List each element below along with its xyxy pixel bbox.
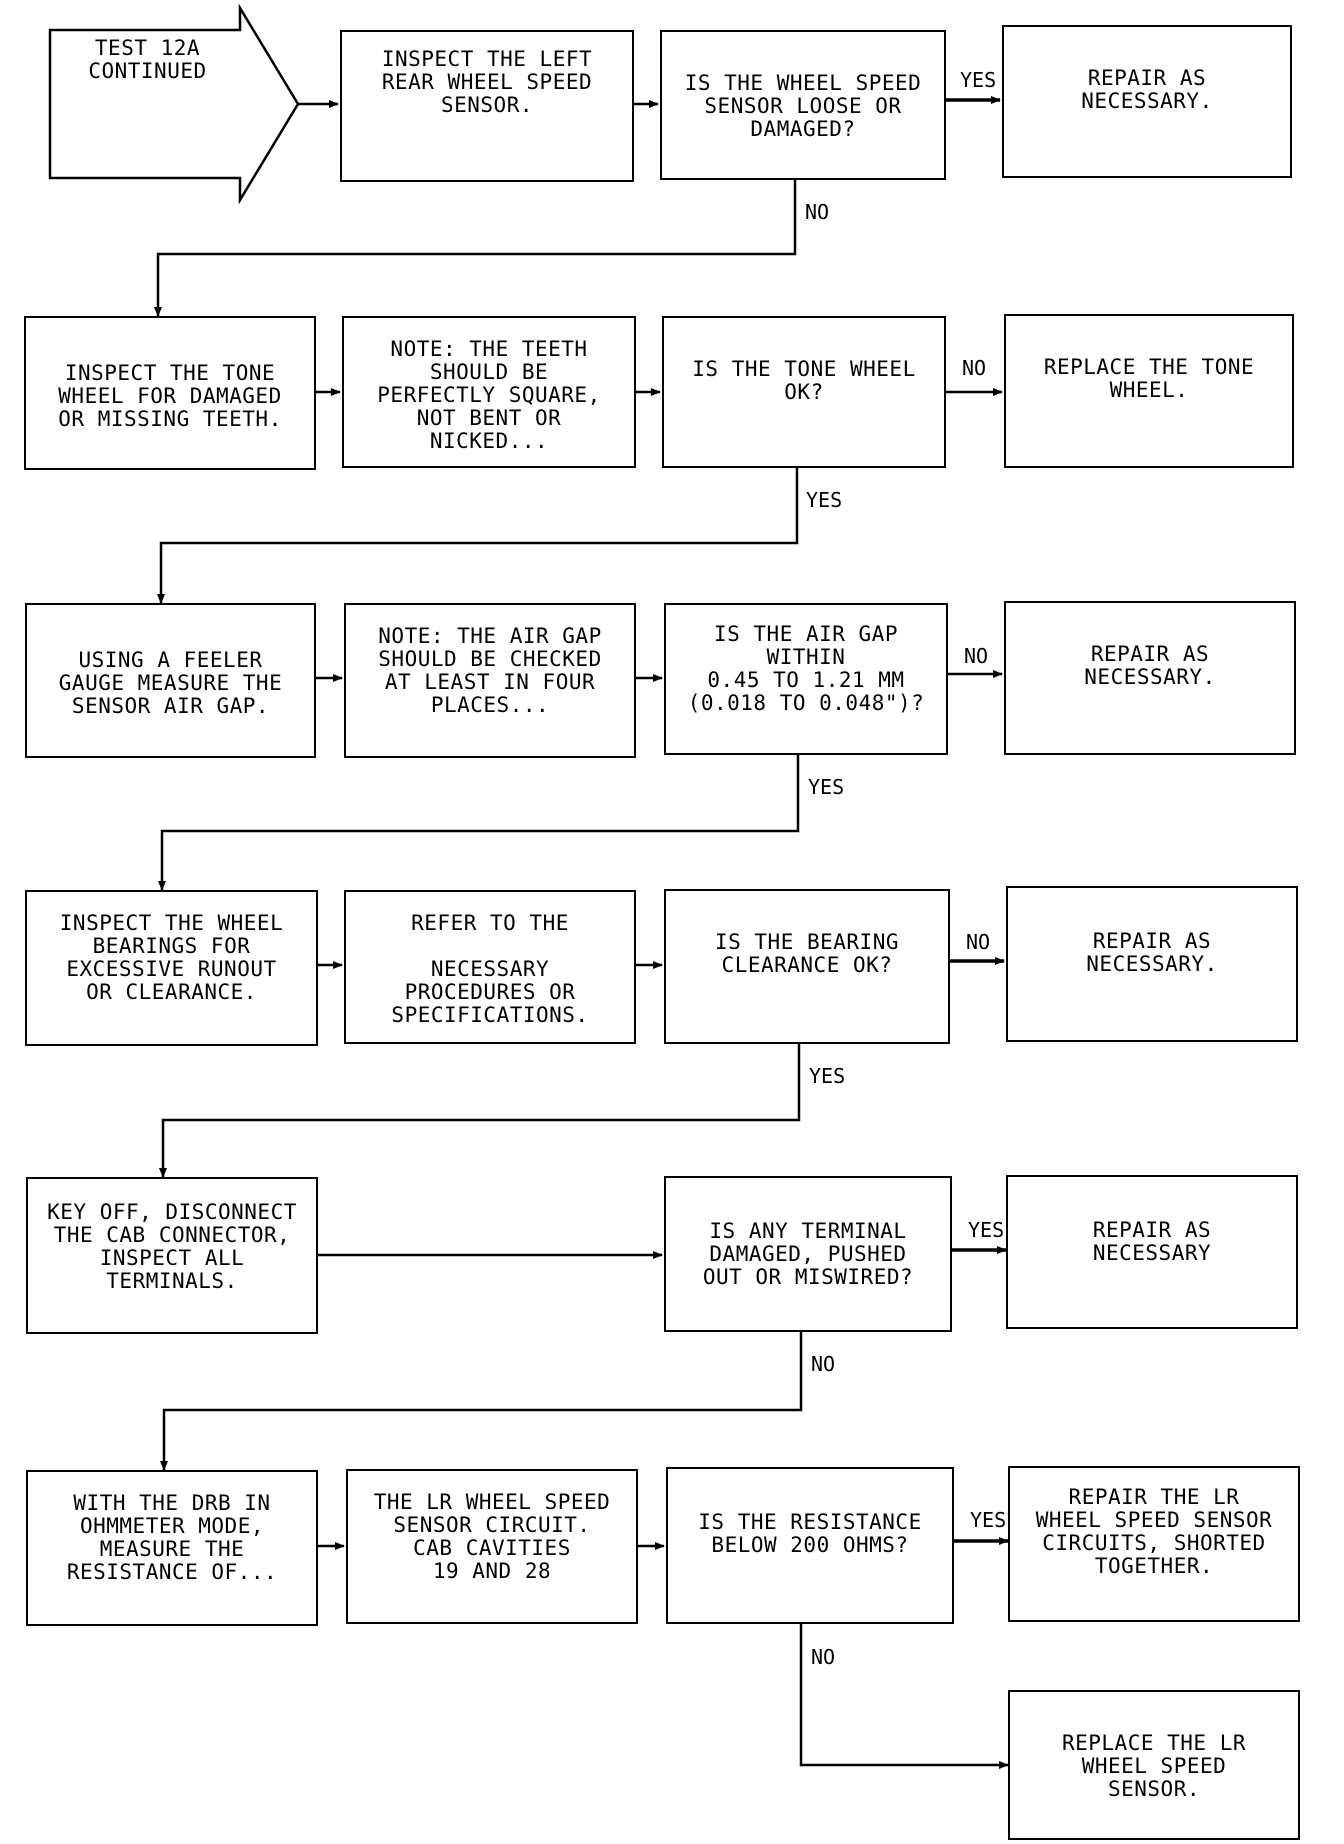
continue-label: YES [808,775,845,799]
result-box-2: REPLACE THE TONE WHEEL. [1004,314,1294,468]
action-box-1: INSPECT THE LEFT REAR WHEEL SPEED SENSOR… [340,30,634,182]
decision-box-4: IS THE BEARING CLEARANCE OK? [664,889,950,1044]
continue-label: YES [806,488,843,512]
question-text: IS THE RESISTANCE BELOW 200 OHMS? [698,1510,922,1557]
decision-box-6: IS THE RESISTANCE BELOW 200 OHMS? [666,1467,954,1624]
branch-label: YES [968,1218,1005,1242]
action-text: INSPECT THE LEFT REAR WHEEL SPEED SENSOR… [381,47,593,117]
branch-label: YES [970,1508,1007,1532]
note-box-3: NOTE: THE AIR GAP SHOULD BE CHECKED AT L… [344,603,636,758]
start-text: TEST 12A CONTINUED [88,36,207,83]
action-text: WITH THE DRB IN OHMMETER MODE, MEASURE T… [66,1491,278,1584]
note-text: REFER TO THE NECESSARY PROCEDURES OR SPE… [391,911,589,1027]
branch-label: YES [960,68,997,92]
result-text: REPAIR AS NECESSARY. [1081,66,1213,113]
connector [157,468,799,604]
continue-label: NO [811,1645,836,1669]
question-text: IS THE BEARING CLEARANCE OK? [714,930,899,977]
note-text: NOTE: THE TEETH SHOULD BE PERFECTLY SQUA… [377,337,601,453]
note-text: NOTE: THE AIR GAP SHOULD BE CHECKED AT L… [378,624,602,717]
final-result-text: REPLACE THE LR WHEEL SPEED SENSOR. [1061,1731,1246,1801]
question-text: IS THE WHEEL SPEED SENSOR LOOSE OR DAMAG… [684,71,922,141]
result-text: REPAIR AS NECESSARY [1092,1218,1212,1265]
connector [158,755,800,891]
action-text: USING A FEELER GAUGE MEASURE THE SENSOR … [58,648,283,718]
action-box-6: WITH THE DRB IN OHMMETER MODE, MEASURE T… [26,1470,318,1626]
result-text: REPAIR THE LR WHEEL SPEED SENSOR CIRCUIT… [1035,1485,1273,1578]
branch-label: NO [962,356,987,380]
result-text: REPAIR AS NECESSARY. [1086,929,1218,976]
start-arrow-shape [48,3,300,205]
action-box-3: USING A FEELER GAUGE MEASURE THE SENSOR … [25,603,316,758]
note-box-4: REFER TO THE NECESSARY PROCEDURES OR SPE… [344,890,636,1044]
start-label: TEST 12A CONTINUED [55,30,240,90]
note-text: THE LR WHEEL SPEED SENSOR CIRCUIT. CAB C… [373,1490,611,1583]
action-box-2: INSPECT THE TONE WHEEL FOR DAMAGED OR MI… [24,316,316,470]
question-text: IS THE TONE WHEEL OK? [692,357,916,404]
question-text: IS THE AIR GAP WITHIN 0.45 TO 1.21 MM (0… [687,622,925,715]
continue-label: NO [805,200,830,224]
note-box-2: NOTE: THE TEETH SHOULD BE PERFECTLY SQUA… [342,316,636,468]
connector [160,1332,803,1471]
connector [154,180,797,317]
result-box-5: REPAIR AS NECESSARY [1006,1175,1298,1329]
action-text: INSPECT THE TONE WHEEL FOR DAMAGED OR MI… [58,361,282,431]
decision-box-3: IS THE AIR GAP WITHIN 0.45 TO 1.21 MM (0… [664,603,948,755]
note-box-6: THE LR WHEEL SPEED SENSOR CIRCUIT. CAB C… [346,1469,638,1624]
result-text: REPLACE THE TONE WHEEL. [1043,355,1255,402]
result-box-4: REPAIR AS NECESSARY. [1006,886,1298,1042]
connector [159,1044,801,1178]
decision-box-1: IS THE WHEEL SPEED SENSOR LOOSE OR DAMAG… [660,30,946,180]
connector [799,1624,1009,1769]
continue-label: YES [809,1064,846,1088]
action-text: KEY OFF, DISCONNECT THE CAB CONNECTOR, I… [47,1200,297,1293]
result-box-3: REPAIR AS NECESSARY. [1004,601,1296,755]
question-text: IS ANY TERMINAL DAMAGED, PUSHED OUT OR M… [702,1219,914,1289]
action-box-5: KEY OFF, DISCONNECT THE CAB CONNECTOR, I… [26,1177,318,1334]
continue-label: NO [811,1352,836,1376]
branch-label: NO [966,930,991,954]
result-box-1: REPAIR AS NECESSARY. [1002,25,1292,178]
decision-box-2: IS THE TONE WHEEL OK? [662,316,946,468]
branch-label: NO [964,644,989,668]
decision-box-5: IS ANY TERMINAL DAMAGED, PUSHED OUT OR M… [664,1176,952,1332]
action-box-4: INSPECT THE WHEEL BEARINGS FOR EXCESSIVE… [25,890,318,1046]
result-box-6: REPAIR THE LR WHEEL SPEED SENSOR CIRCUIT… [1008,1466,1300,1622]
result-text: REPAIR AS NECESSARY. [1084,642,1216,689]
action-text: INSPECT THE WHEEL BEARINGS FOR EXCESSIVE… [59,911,284,1004]
final-result-box: REPLACE THE LR WHEEL SPEED SENSOR. [1008,1690,1300,1840]
